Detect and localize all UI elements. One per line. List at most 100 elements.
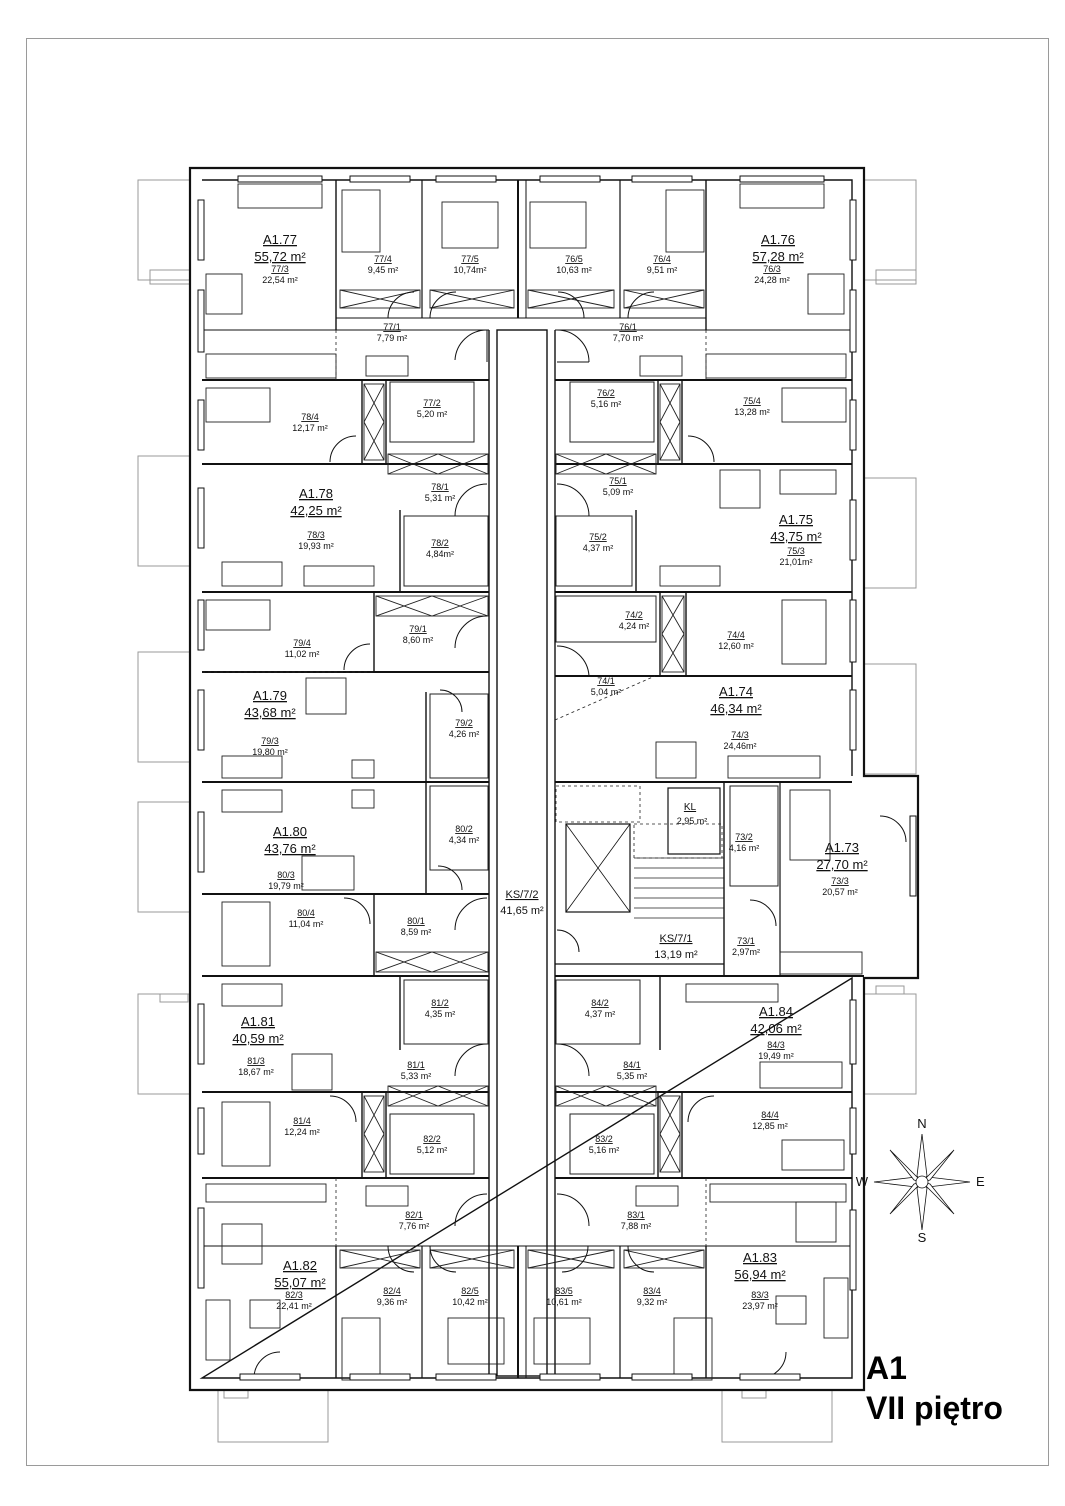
room-area: 8,59 m² bbox=[401, 927, 432, 937]
room-area: 5,04 m² bbox=[591, 687, 622, 697]
building-label: A1 bbox=[866, 1350, 907, 1386]
room-code: 81/1 bbox=[407, 1060, 425, 1070]
apartment-area: 43,68 m² bbox=[244, 705, 296, 720]
room-area: 12,60 m² bbox=[718, 641, 754, 651]
apartment-name: A1.81 bbox=[241, 1014, 275, 1029]
room-code: 73/1 bbox=[737, 936, 755, 946]
apartment-area: 27,70 m² bbox=[816, 857, 868, 872]
compass-e-label: E bbox=[976, 1174, 985, 1189]
room-code: 75/2 bbox=[589, 532, 607, 542]
room-code: 74/3 bbox=[731, 730, 749, 740]
apartment-name: A1.79 bbox=[253, 688, 287, 703]
compass-s-label: S bbox=[918, 1230, 927, 1245]
room-code: 73/2 bbox=[735, 832, 753, 842]
room-area: 4,37 m² bbox=[585, 1009, 616, 1019]
room-area: 9,36 m² bbox=[377, 1297, 408, 1307]
floor-label: VII piętro bbox=[866, 1390, 1003, 1426]
corridor-code: KS/7/2 bbox=[505, 889, 538, 901]
room-code: 84/2 bbox=[591, 998, 609, 1008]
room-area: 7,70 m² bbox=[613, 333, 644, 343]
balconies bbox=[137, 179, 917, 1443]
apartment-name: A1.84 bbox=[759, 1004, 793, 1019]
room-area: 9,45 m² bbox=[368, 265, 399, 275]
corridor-area: 41,65 m² bbox=[500, 905, 544, 917]
room-area: 21,01m² bbox=[779, 557, 812, 567]
room-area: 4,24 m² bbox=[619, 621, 650, 631]
stairs bbox=[202, 330, 724, 1246]
stair-area: 13,19 m² bbox=[654, 949, 698, 961]
compass-w-label: W bbox=[856, 1174, 869, 1189]
walls bbox=[188, 166, 920, 1392]
room-area: 5,35 m² bbox=[617, 1071, 648, 1081]
room-area: 22,54 m² bbox=[262, 275, 298, 285]
room-code: 75/4 bbox=[743, 396, 761, 406]
room-area: 20,57 m² bbox=[822, 887, 858, 897]
room-code: 75/1 bbox=[609, 476, 627, 486]
apartment-area: 55,07 m² bbox=[274, 1275, 326, 1290]
room-area: 7,88 m² bbox=[621, 1221, 652, 1231]
room-code: 76/5 bbox=[565, 254, 583, 264]
bathrooms bbox=[389, 381, 779, 1175]
room-area: 18,67 m² bbox=[238, 1067, 274, 1077]
room-code: 76/1 bbox=[619, 322, 637, 332]
wardrobes bbox=[339, 289, 705, 1269]
room-code: 77/4 bbox=[374, 254, 392, 264]
room-area: 5,09 m² bbox=[603, 487, 634, 497]
apartment-area: 42,25 m² bbox=[290, 503, 342, 518]
room-code: 76/2 bbox=[597, 388, 615, 398]
apartment-name: A1.82 bbox=[283, 1258, 317, 1273]
room-code: 79/3 bbox=[261, 736, 279, 746]
apartment-area: 57,28 m² bbox=[752, 249, 804, 264]
apartment-name: A1.73 bbox=[825, 840, 859, 855]
apartment-area: 43,75 m² bbox=[770, 529, 822, 544]
room-code: 84/3 bbox=[767, 1040, 785, 1050]
room-code: 74/4 bbox=[727, 630, 745, 640]
apartment-name: A1.83 bbox=[743, 1250, 777, 1265]
room-code: 83/1 bbox=[627, 1210, 645, 1220]
room-area: 11,04 m² bbox=[289, 919, 324, 929]
room-code: 81/2 bbox=[431, 998, 449, 1008]
room-code: 81/4 bbox=[293, 1116, 311, 1126]
apartment-name: A1.74 bbox=[719, 684, 753, 699]
room-code: 78/1 bbox=[431, 482, 449, 492]
room-area: 5,16 m² bbox=[589, 1145, 620, 1155]
room-area: 10,61 m² bbox=[546, 1297, 582, 1307]
room-area: 19,93 m² bbox=[298, 541, 334, 551]
room-code: 83/3 bbox=[751, 1290, 769, 1300]
room-area: 5,12 m² bbox=[417, 1145, 448, 1155]
room-code: 80/1 bbox=[407, 916, 425, 926]
compass-n-label: N bbox=[917, 1116, 926, 1131]
apartment-area: 56,94 m² bbox=[734, 1267, 786, 1282]
room-area: 9,32 m² bbox=[637, 1297, 668, 1307]
room-code: 74/1 bbox=[597, 676, 615, 686]
apartment-area: 42,06 m² bbox=[750, 1021, 802, 1036]
room-area: 10,63 m² bbox=[556, 265, 592, 275]
kl-area: 2,95 m² bbox=[677, 816, 708, 826]
room-code: 80/3 bbox=[277, 870, 295, 880]
kl-code: KL bbox=[684, 802, 697, 813]
room-code: 77/5 bbox=[461, 254, 479, 264]
room-code: 83/5 bbox=[555, 1286, 573, 1296]
room-code: 77/3 bbox=[271, 264, 289, 274]
room-area: 19,79 m² bbox=[268, 881, 304, 891]
room-code: 82/3 bbox=[285, 1290, 303, 1300]
room-code: 83/4 bbox=[643, 1286, 661, 1296]
apartment-area: 55,72 m² bbox=[254, 249, 306, 264]
apartment-name: A1.76 bbox=[761, 232, 795, 247]
room-code: 77/2 bbox=[423, 398, 441, 408]
apartment-area: 46,34 m² bbox=[710, 701, 762, 716]
room-code: 78/2 bbox=[431, 538, 449, 548]
room-code: 76/3 bbox=[763, 264, 781, 274]
room-area: 4,34 m² bbox=[449, 835, 480, 845]
room-area: 4,35 m² bbox=[425, 1009, 456, 1019]
room-area: 5,31 m² bbox=[425, 493, 456, 503]
room-code: 84/4 bbox=[761, 1110, 779, 1120]
apartment-name: A1.80 bbox=[273, 824, 307, 839]
room-code: 74/2 bbox=[625, 610, 643, 620]
furniture bbox=[205, 183, 863, 1361]
room-code: 79/4 bbox=[293, 638, 311, 648]
room-area: 23,97 m² bbox=[742, 1301, 778, 1311]
room-code: 82/4 bbox=[383, 1286, 401, 1296]
room-area: 24,46m² bbox=[723, 741, 756, 751]
